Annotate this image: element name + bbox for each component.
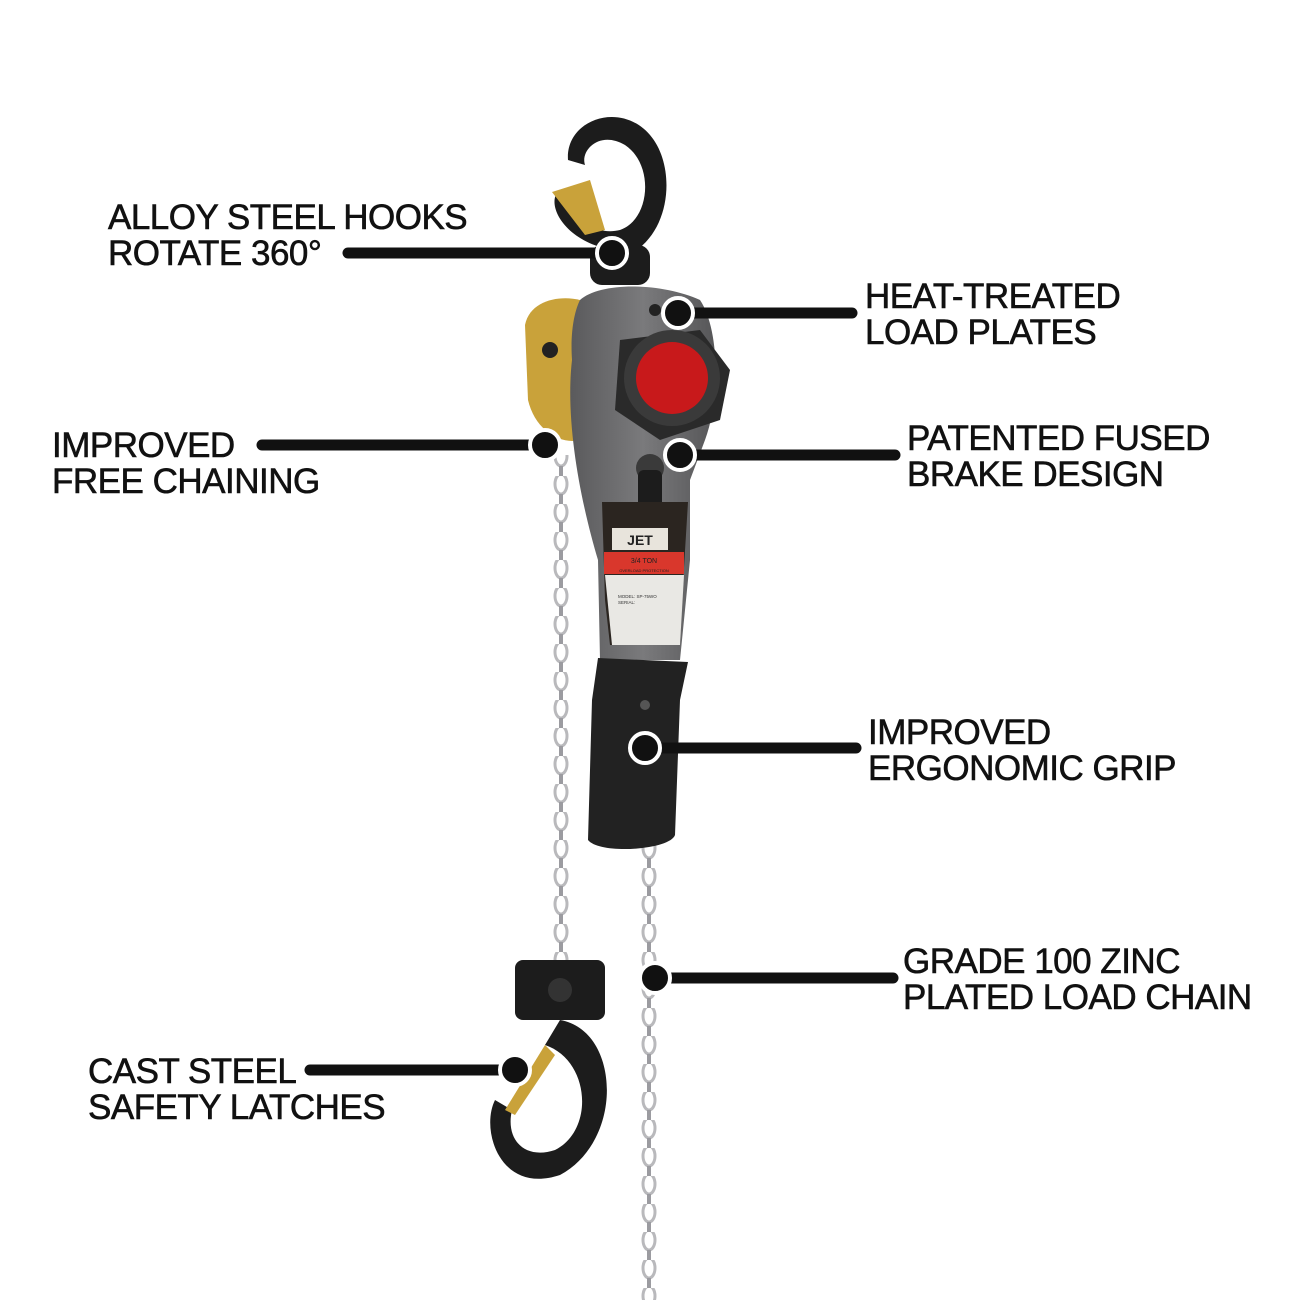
callout-line: ERGONOMIC GRIP [868, 749, 1177, 788]
plate-serial: SERIAL: [618, 600, 635, 605]
hand-chain [550, 455, 572, 995]
callout-free-chaining: IMPROVED FREE CHAINING [52, 426, 321, 501]
callout-line: SAFETY LATCHES [88, 1088, 386, 1127]
callout-line: PATENTED FUSED [907, 419, 1211, 458]
product-plate: JET 3/4 TON OVERLOAD PROTECTION MODEL: S… [602, 502, 688, 645]
callout-hooks: ALLOY STEEL HOOKS ROTATE 360° [108, 198, 468, 273]
load-chain [636, 840, 658, 1300]
callout-load-plates: HEAT-TREATED LOAD PLATES [865, 277, 1121, 352]
plate-feature: OVERLOAD PROTECTION [619, 568, 669, 573]
bottom-hook [490, 960, 607, 1179]
callout-lines [256, 247, 901, 1076]
callout-line: ALLOY STEEL HOOKS [108, 198, 468, 237]
plate-brand: JET [627, 532, 653, 548]
callout-load-chain: GRADE 100 ZINC PLATED LOAD CHAIN [903, 942, 1253, 1017]
plate-model: MODEL: SP-75WO [618, 594, 657, 599]
callout-line: PLATED LOAD CHAIN [903, 978, 1253, 1017]
callout-dots [498, 236, 697, 1087]
callout-line: HEAT-TREATED [865, 277, 1121, 316]
callout-line: GRADE 100 ZINC [903, 942, 1181, 981]
callout-brake: PATENTED FUSED BRAKE DESIGN [907, 419, 1211, 494]
callout-line: BRAKE DESIGN [907, 455, 1165, 494]
callout-grip: IMPROVED ERGONOMIC GRIP [868, 713, 1177, 788]
callout-line: IMPROVED [868, 713, 1052, 752]
plate-capacity: 3/4 TON [631, 558, 657, 565]
callout-line: ROTATE 360° [108, 234, 322, 273]
callout-line: LOAD PLATES [865, 313, 1097, 352]
callout-line: IMPROVED [52, 426, 236, 465]
callout-safety-latches: CAST STEEL SAFETY LATCHES [88, 1052, 386, 1127]
callout-line: CAST STEEL [88, 1052, 297, 1091]
callout-line: FREE CHAINING [52, 462, 321, 501]
